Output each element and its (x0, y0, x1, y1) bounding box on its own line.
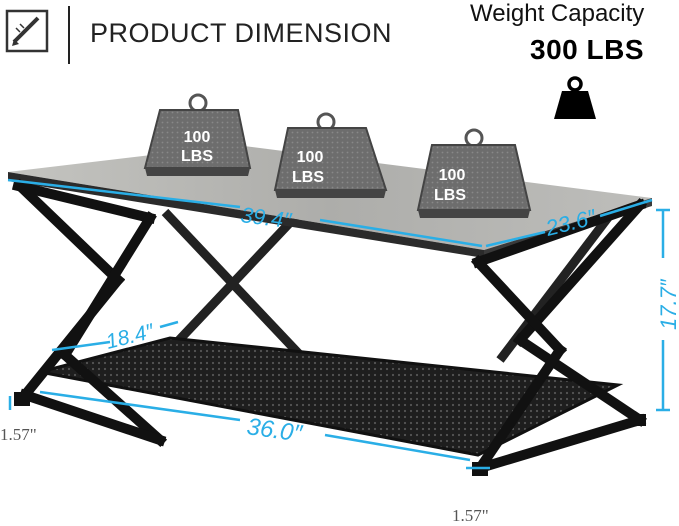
dimension-foot-right: 1.57" (452, 506, 489, 525)
weight-3: 100 LBS (416, 128, 532, 218)
weight-1: 100 LBS (143, 93, 252, 176)
weight-icon (554, 76, 596, 119)
weight-3-unit: LBS (434, 187, 466, 204)
dimension-length: 39.4″ (239, 202, 293, 233)
capacity-label: Weight Capacity (470, 0, 645, 27)
weight-1-unit: LBS (181, 148, 213, 165)
ruler-pencil-icon (5, 9, 49, 53)
front-left-frame (11, 178, 168, 448)
header-divider (68, 6, 70, 64)
weight-2-unit: LBS (292, 169, 324, 186)
front-right-frame (470, 197, 648, 475)
weight-2-value: 100 (297, 149, 324, 166)
page-title: PRODUCT DIMENSION (90, 18, 393, 48)
weight-1-value: 100 (184, 129, 211, 146)
dimension-foot-left: 1.57" (0, 425, 37, 444)
weight-3-value: 100 (439, 167, 466, 184)
capacity-value: 300 LBS (530, 34, 644, 65)
mesh-shelf (39, 336, 624, 457)
dimension-height: 17.7″ (656, 278, 679, 330)
weight-2: 100 LBS (273, 112, 388, 198)
dimension-lines (7, 178, 670, 470)
